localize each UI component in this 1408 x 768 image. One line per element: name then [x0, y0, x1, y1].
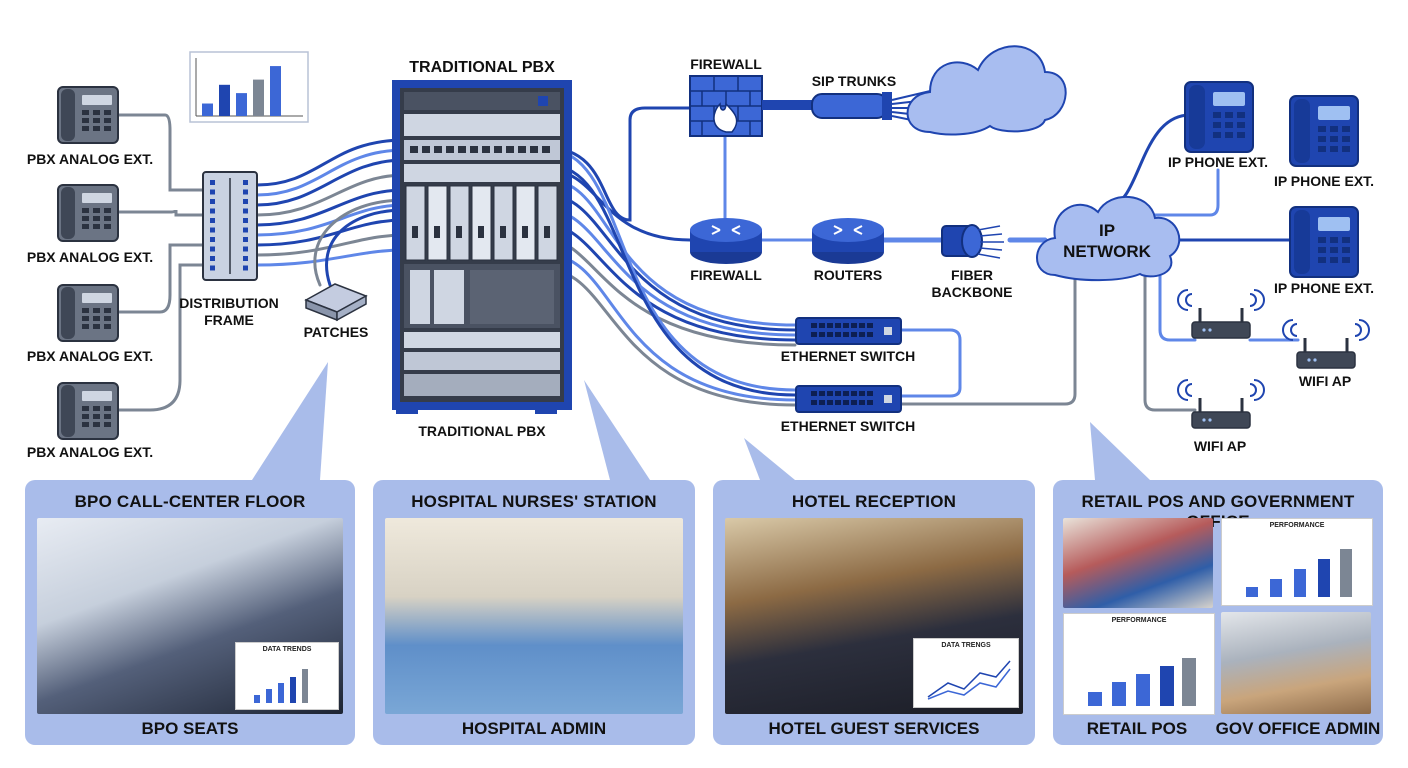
fiber-label-1: FIBER: [951, 267, 993, 283]
firewall-router-icon: [689, 217, 763, 265]
distribution-frame: [202, 171, 258, 281]
ip-phone-3-icon: [1289, 206, 1359, 278]
ip-phone-ext-label-1: IP PHONE EXT.: [1168, 154, 1268, 170]
diagram-labels: PBX ANALOG EXT. PBX ANALOG EXT. PBX ANAL…: [27, 56, 1374, 460]
gov-office-admin-footer: GOV OFFICE ADMIN: [1215, 719, 1381, 738]
top-chart-bar: [219, 84, 230, 116]
bpo-panel-footer: BPO SEATS: [141, 719, 239, 738]
fiber-label-2: BACKBONE: [932, 284, 1013, 300]
wifi-ap-2-icon: [1295, 336, 1357, 370]
firewall-top-label: FIREWALL: [690, 56, 762, 72]
hotel-chart-lines: [927, 660, 1011, 700]
ip-phone-ext-label-3: IP PHONE EXT.: [1274, 280, 1374, 296]
top-bar-chart: [189, 51, 309, 123]
hotel-chart-title: DATA TRENGS: [941, 642, 991, 649]
wifi-ap-label-1: WIFI AP: [1299, 373, 1351, 389]
retail-chart-bottom: PERFORMANCE: [1063, 613, 1215, 715]
routers-label: ROUTERS: [814, 267, 882, 283]
analog-phone-4: [57, 382, 119, 440]
bpo-chart: DATA TRENDS: [235, 642, 339, 710]
ethernet-switch-label-2: ETHERNET SWITCH: [781, 418, 916, 434]
ip-label-2: NETWORK: [1063, 242, 1152, 261]
ethernet-switch-1-icon: [795, 317, 902, 345]
distribution-frame-label-1: DISTRIBUTION: [179, 295, 279, 311]
ip-phone-ext-label-2: IP PHONE EXT.: [1274, 173, 1374, 189]
ip-label-1: IP: [1099, 221, 1115, 240]
router-icon: [811, 217, 885, 265]
top-chart-bar: [202, 103, 213, 116]
traditional-pbx-top-label: TRADITIONAL PBX: [409, 59, 555, 76]
firewall-mid-label: FIREWALL: [690, 267, 762, 283]
pbx-analog-ext-label-4: PBX ANALOG EXT.: [27, 444, 153, 460]
callout-pointers: [252, 362, 1150, 480]
sip-trunks-label: SIP TRUNKS: [812, 73, 897, 89]
hospital-photo: [385, 518, 683, 714]
ip-phone-1-icon: [1184, 81, 1254, 153]
top-chart-bar: [253, 79, 264, 116]
wifi-signal-icons: [1177, 289, 1370, 401]
ip-network-cloud-icon: [1036, 196, 1181, 282]
wifi-ap-label-2: WIFI AP: [1194, 438, 1246, 454]
fiber-spool-icon: [941, 224, 1004, 259]
bpo-chart-title: DATA TRENDS: [262, 646, 312, 653]
distribution-frame-label-2: FRAME: [204, 312, 254, 328]
bpo-photo: DATA TRENDS: [37, 518, 343, 714]
wifi-ap-3-icon: [1190, 396, 1252, 430]
hospital-panel-title: HOSPITAL NURSES' STATION: [411, 492, 657, 511]
hospital-panel-footer: HOSPITAL ADMIN: [461, 719, 607, 738]
retail-chart-top-title: PERFORMANCE: [1269, 522, 1325, 529]
analog-phone-1: [57, 86, 119, 144]
gov-office-photo: [1221, 612, 1371, 714]
pbx-analog-ext-label-1: PBX ANALOG EXT.: [27, 151, 153, 167]
hospital-panel: HOSPITAL NURSES' STATION HOSPITAL ADMIN: [373, 480, 695, 745]
retail-chart-bottom-title: PERFORMANCE: [1111, 617, 1167, 624]
wifi-ap-1-icon: [1190, 306, 1252, 340]
analog-phone-2: [57, 184, 119, 242]
retail-pos-footer: RETAIL POS: [1086, 719, 1188, 738]
pbx-analog-ext-label-3: PBX ANALOG EXT.: [27, 348, 153, 364]
cables: [116, 106, 1300, 412]
patch-panel-icon: [304, 283, 368, 322]
hotel-panel: HOTEL RECEPTION DATA TRENGS HOTEL GUEST …: [713, 480, 1035, 745]
top-chart-bar: [236, 93, 247, 116]
hotel-photo: DATA TRENGS: [725, 518, 1023, 714]
ethernet-switch-2-icon: [795, 385, 902, 413]
hotel-panel-footer: HOTEL GUEST SERVICES: [768, 719, 980, 738]
patches-label: PATCHES: [304, 324, 369, 340]
ethernet-switch-label-1: ETHERNET SWITCH: [781, 348, 916, 364]
analog-phone-3: [57, 284, 119, 342]
hotel-panel-title: HOTEL RECEPTION: [791, 492, 957, 511]
retail-chart-top: PERFORMANCE: [1221, 518, 1373, 606]
retail-gov-panel: RETAIL POS AND GOVERNMENT OFFICE PERFORM…: [1053, 480, 1383, 745]
pbx-analog-ext-label-2: PBX ANALOG EXT.: [27, 249, 153, 265]
internet-cloud-icon: [906, 45, 1067, 136]
hotel-chart: DATA TRENGS: [913, 638, 1019, 708]
bpo-panel: BPO CALL-CENTER FLOOR DATA TRENDS BPO SE…: [25, 480, 355, 745]
bpo-panel-title: BPO CALL-CENTER FLOOR: [74, 492, 306, 511]
ip-phone-2-icon: [1289, 95, 1359, 167]
retail-photo: [1063, 518, 1213, 608]
traditional-pbx-bottom-label: TRADITIONAL PBX: [418, 423, 546, 439]
top-chart-bar: [270, 66, 281, 116]
pbx-rack: [392, 80, 572, 414]
firewall-icon: [689, 75, 763, 137]
